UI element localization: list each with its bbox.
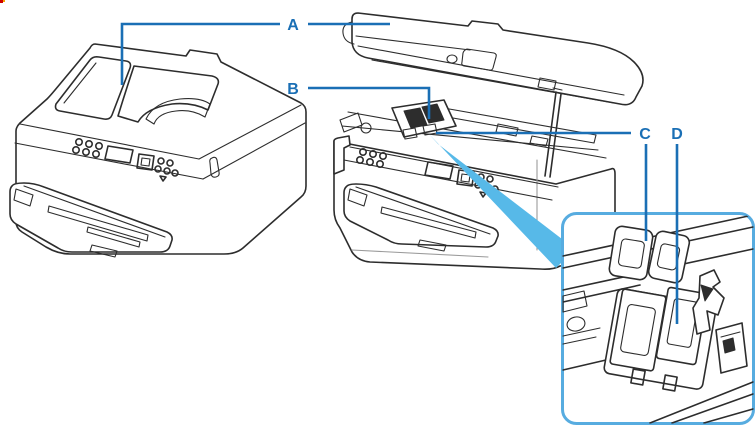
inset-detail-box xyxy=(561,212,755,425)
adf-output-tray xyxy=(117,65,220,125)
label-b: B xyxy=(287,81,299,98)
inset-content xyxy=(562,214,754,424)
lcd-display xyxy=(104,145,134,164)
label-c: C xyxy=(639,126,651,143)
cartridge-locking-cover-left xyxy=(608,225,654,281)
open-printer-lcd xyxy=(424,161,454,180)
holder-left-details xyxy=(562,290,601,345)
scanning-unit-open xyxy=(342,12,644,106)
ink-cartridge-right-small xyxy=(421,103,445,124)
deck-front-lines xyxy=(649,381,754,424)
corner-mark xyxy=(0,0,5,3)
side-slot xyxy=(209,156,220,178)
holder-right-mechanism xyxy=(692,269,748,374)
magnifier-wedge xyxy=(428,133,575,268)
adf-cover xyxy=(54,56,132,120)
callout-c-line xyxy=(436,131,648,241)
ink-cartridge-left xyxy=(609,288,667,372)
closed-printer-illustration xyxy=(9,43,307,258)
label-a: A xyxy=(287,17,299,34)
callout-a-line xyxy=(120,22,390,85)
open-printer-buttons xyxy=(355,148,499,198)
cover-handle-recess xyxy=(461,48,497,71)
callouts: A B C D xyxy=(120,17,683,324)
open-printer-paper-tray xyxy=(343,183,499,258)
front-paper-tray xyxy=(9,182,173,258)
printer-body xyxy=(15,43,307,255)
ok-button xyxy=(136,153,155,171)
callout-b-line xyxy=(308,86,431,119)
front-left-corner xyxy=(333,135,351,175)
holder-front-notches xyxy=(630,368,678,392)
control-panel xyxy=(72,138,179,182)
label-d: D xyxy=(671,126,683,143)
control-panel-buttons xyxy=(72,138,179,182)
open-printer-control-panel xyxy=(343,146,559,201)
